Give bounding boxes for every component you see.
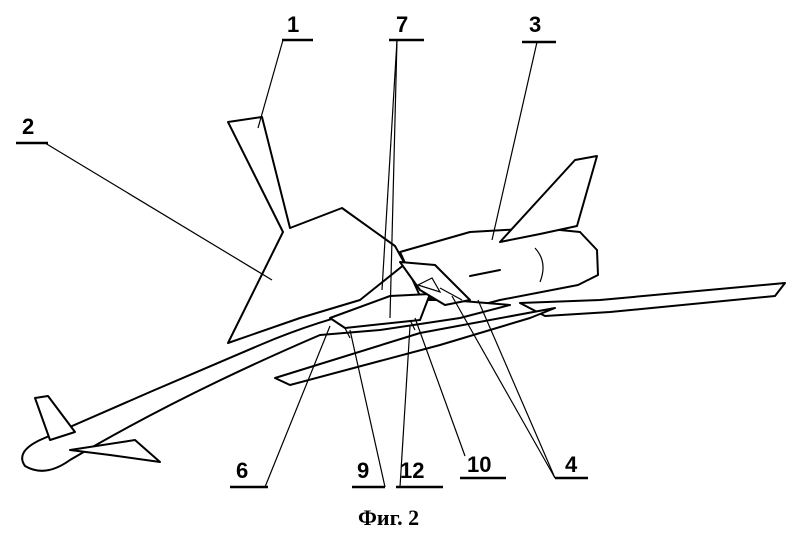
label-4: 4	[565, 452, 578, 477]
label-10: 10	[467, 452, 491, 477]
label-9: 9	[357, 458, 369, 483]
part-labels: 1 2 3 7 6 9 12 10 4	[16, 12, 588, 489]
label-6: 6	[236, 458, 248, 483]
label-7: 7	[396, 12, 408, 37]
intake-mechanism	[329, 261, 471, 339]
label-1: 1	[287, 12, 299, 37]
vertical-tail	[499, 155, 598, 243]
right-wing	[519, 282, 786, 317]
label-3: 3	[529, 12, 541, 37]
label-12: 12	[400, 458, 424, 483]
fuselage	[21, 299, 511, 472]
label-2: 2	[22, 114, 34, 139]
figure-caption: Фиг. 2	[358, 505, 419, 530]
leader-lines	[44, 39, 556, 488]
upper-wing	[227, 116, 406, 344]
